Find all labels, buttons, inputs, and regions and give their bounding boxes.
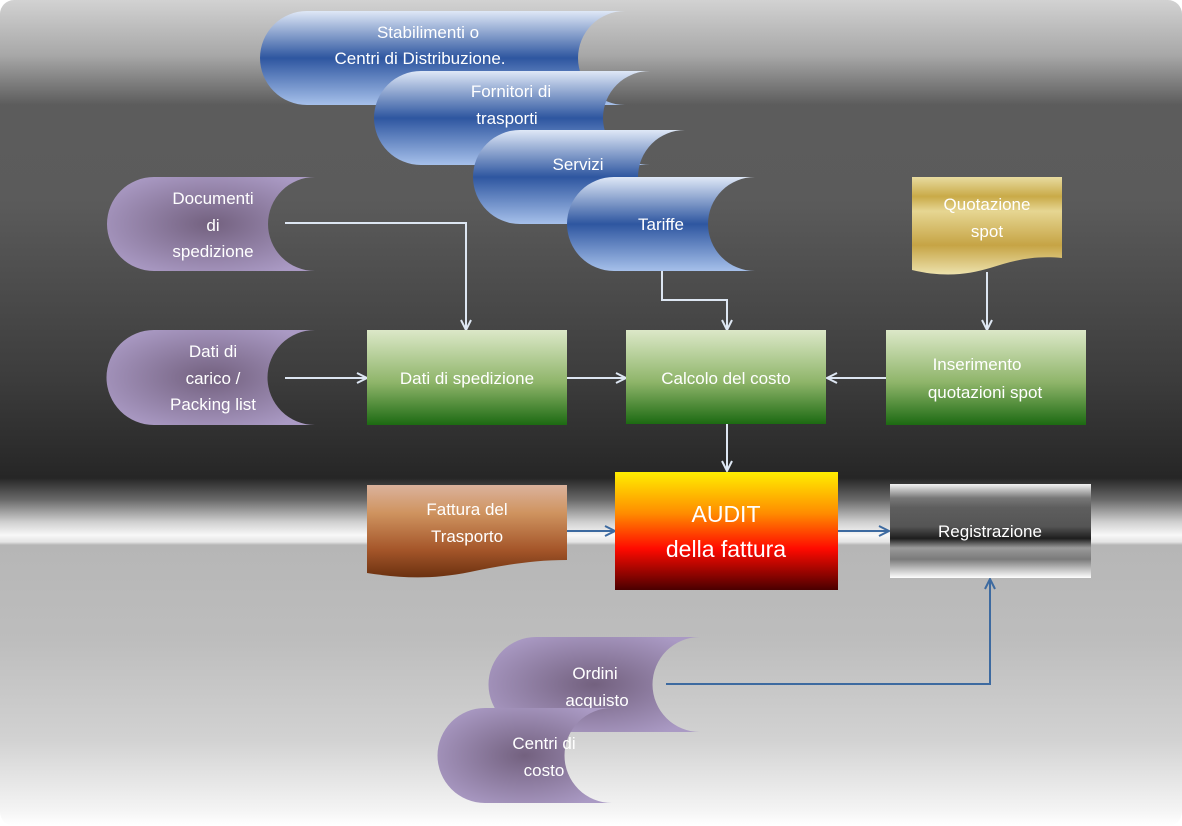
node-inserimento-quotazioni[interactable]: Inserimento quotazioni spot — [886, 330, 1086, 425]
edge-tariffe-to-calcolo — [661, 270, 727, 330]
node-fattura-trasporto[interactable]: Fattura del Trasporto — [367, 485, 567, 578]
node-registrazione[interactable]: Registrazione — [890, 484, 1091, 578]
node-quotazione-spot[interactable]: Quotazione spot — [912, 177, 1062, 275]
node-fattura-line-1: Fattura del — [426, 500, 507, 519]
node-centri-costo[interactable]: Centri di costo — [437, 708, 612, 803]
node-dati-spedizione[interactable]: Dati di spedizione — [367, 330, 567, 425]
node-documenti-line-1: Documenti — [172, 189, 253, 208]
node-documenti-line-3: spedizione — [172, 242, 253, 261]
node-quotazione-line-2: spot — [971, 222, 1003, 241]
node-dati-carico-line-3: Packing list — [170, 395, 256, 414]
node-registrazione-label: Registrazione — [938, 522, 1042, 541]
node-tariffe-label: Tariffe — [638, 215, 684, 234]
node-stabilimenti-line-2: Centri di Distribuzione. — [334, 49, 505, 68]
node-quotazione-line-1: Quotazione — [944, 195, 1031, 214]
node-documenti-line-2: di — [206, 216, 219, 235]
node-tariffe[interactable]: Tariffe — [567, 177, 755, 271]
node-inserimento-line-1: Inserimento — [933, 355, 1022, 374]
edge-ordini-to-registrazione — [666, 579, 990, 685]
node-audit-line-1: AUDIT — [692, 501, 761, 527]
node-centri-costo-line-2: costo — [524, 761, 565, 780]
node-dati-carico-line-1: Dati di — [189, 342, 237, 361]
node-ordini-line-2: acquisto — [565, 691, 628, 710]
node-calcolo-costo[interactable]: Calcolo del costo — [626, 330, 826, 424]
node-documenti-spedizione[interactable]: Documenti di spedizione — [107, 177, 315, 271]
node-dati-spedizione-label: Dati di spedizione — [400, 369, 534, 388]
connectors — [285, 222, 990, 685]
node-stabilimenti-line-1: Stabilimenti o — [377, 23, 479, 42]
node-fornitori-line-2: trasporti — [476, 109, 537, 128]
node-servizi-label: Servizi — [552, 155, 603, 174]
node-audit-fattura[interactable]: AUDIT della fattura — [615, 472, 838, 590]
node-audit-line-2: della fattura — [666, 536, 786, 562]
node-fattura-line-2: Trasporto — [431, 527, 503, 546]
node-ordini-line-1: Ordini — [572, 664, 617, 683]
node-fornitori-line-1: Fornitori di — [471, 82, 551, 101]
edge-documenti-to-dati-spedizione — [285, 222, 466, 330]
node-calcolo-costo-label: Calcolo del costo — [661, 369, 790, 388]
node-centri-costo-line-1: Centri di — [512, 734, 575, 753]
node-inserimento-line-2: quotazioni spot — [928, 383, 1043, 402]
node-dati-carico-line-2: carico / — [186, 369, 241, 388]
node-dati-carico[interactable]: Dati di carico / Packing list — [106, 330, 316, 425]
